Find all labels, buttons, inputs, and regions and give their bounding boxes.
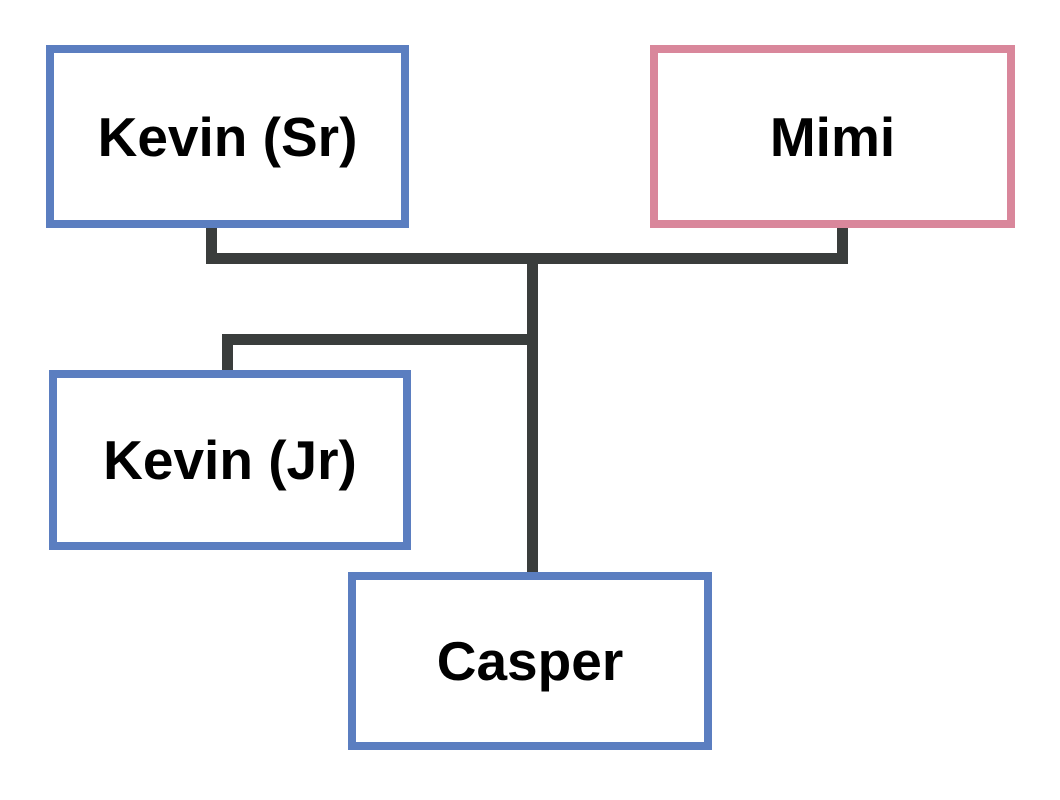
- connector-trunk-line: [527, 253, 538, 573]
- node-label-kevin-jr: Kevin (Jr): [103, 429, 357, 491]
- connector-stub-kevin-jr: [222, 334, 233, 372]
- node-mimi: Mimi: [650, 45, 1015, 228]
- node-casper: Casper: [348, 572, 712, 750]
- node-kevin-sr: Kevin (Sr): [46, 45, 409, 228]
- node-label-kevin-sr: Kevin (Sr): [97, 105, 358, 168]
- connector-stub-kevin-sr: [206, 227, 217, 264]
- node-label-mimi: Mimi: [769, 105, 896, 168]
- node-label-casper: Casper: [436, 630, 624, 692]
- connector-branch-line: [222, 334, 538, 345]
- connector-stub-mimi: [837, 227, 848, 264]
- node-kevin-jr: Kevin (Jr): [49, 370, 411, 550]
